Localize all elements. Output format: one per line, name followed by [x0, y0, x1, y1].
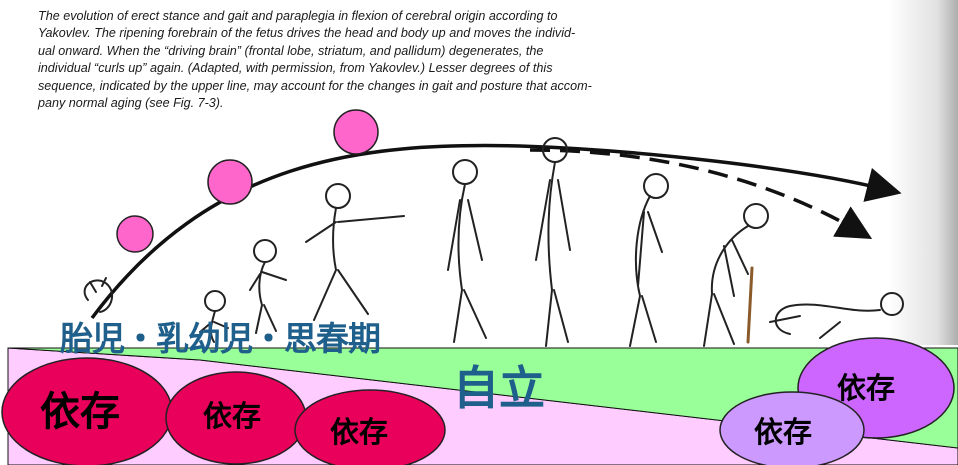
life-curve: [90, 143, 902, 320]
human-figure-icon: [629, 173, 669, 347]
dependence-label: 依存: [754, 415, 813, 449]
figure-caption: The evolution of erect stance and gait a…: [38, 8, 728, 112]
caption-line: sequence, indicated by the upper line, m…: [38, 78, 592, 93]
cane-icon: [746, 266, 754, 344]
caption-line: individual “curls up” again. (Adapted, w…: [38, 61, 553, 76]
dependence-label: 依存: [40, 389, 120, 435]
dependence-ellipse: [719, 391, 865, 465]
human-figure-icon: [305, 183, 405, 321]
independence-label: 自立: [453, 361, 545, 415]
dashed-arrow: [529, 148, 873, 240]
human-figure-icon: [447, 159, 487, 343]
dependence-label: 依存: [330, 415, 389, 449]
caption-line: ual onward. When the “driving brain” (fr…: [38, 43, 544, 58]
pink-circle: [116, 215, 154, 253]
human-figure-icon: [703, 203, 769, 347]
pink-circle: [333, 109, 379, 155]
human-figure-icon: [249, 239, 287, 334]
human-figure-icon: [769, 292, 904, 339]
green-band: [7, 347, 958, 449]
human-figure-icon: [199, 290, 229, 343]
pink-circle: [207, 159, 253, 205]
caption-line: Yakovlev. The ripening forebrain of the …: [38, 26, 576, 41]
stage-label: 胎児・乳幼児・思春期: [60, 319, 381, 358]
dependence-label: 依存: [203, 399, 262, 433]
dependence-ellipse: [294, 389, 446, 465]
caption-line: The evolution of erect stance and gait a…: [38, 9, 558, 23]
dependence-label: 依存: [837, 371, 896, 405]
human-figure-icon: [83, 277, 114, 313]
human-figure-icon: [535, 137, 571, 347]
caption-line: pany normal aging (see Fig. 7-3).: [38, 96, 224, 111]
